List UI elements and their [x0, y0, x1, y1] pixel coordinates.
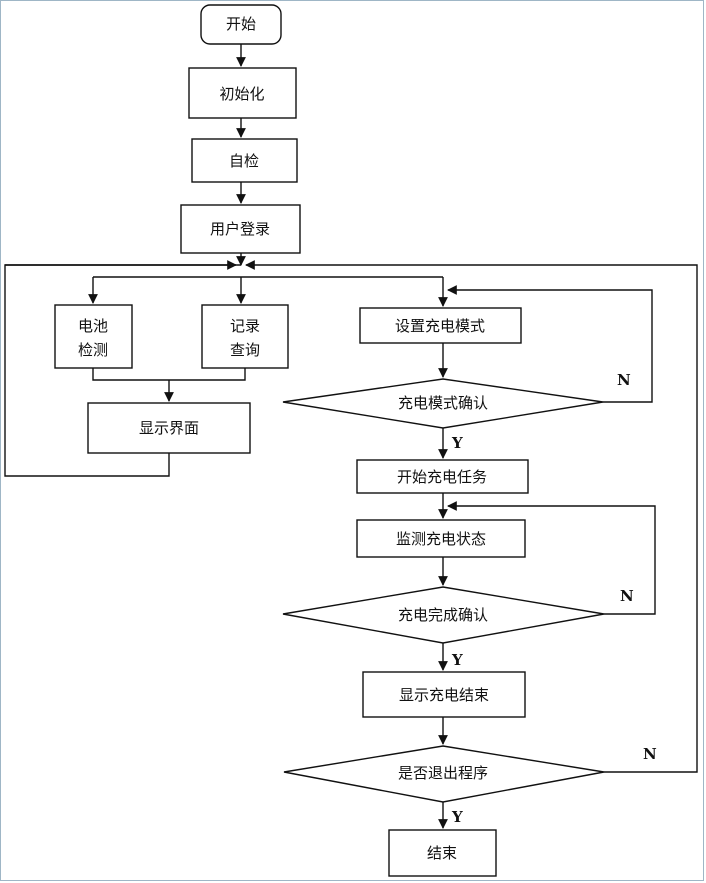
connectors — [4, 44, 698, 829]
node-display-ui: 显示界面 — [87, 402, 251, 454]
node-record-line2: 查询 — [230, 341, 260, 359]
decision-confirm-mode-label: 充电模式确认 — [398, 394, 488, 412]
node-end-label: 结束 — [427, 844, 457, 862]
node-battery-line1: 电池 — [78, 317, 108, 335]
node-battery-line2: 检测 — [78, 341, 108, 359]
label-no-charge-done: N — [620, 587, 634, 605]
node-login: 用户登录 — [180, 204, 301, 254]
node-set-mode: 设置充电模式 — [359, 307, 522, 344]
node-set-mode-label: 设置充电模式 — [395, 317, 485, 335]
charge-done-no-loop — [447, 501, 656, 615]
label-yes-charge-done: Y — [451, 651, 463, 669]
node-login-label: 用户登录 — [210, 220, 270, 238]
label-no-confirm-mode: N — [617, 371, 631, 389]
label-no-exit: N — [643, 745, 657, 763]
node-selfcheck: 自检 — [191, 138, 298, 183]
decision-charge-done-label: 充电完成确认 — [398, 606, 488, 624]
node-show-end: 显示充电结束 — [362, 671, 526, 718]
node-selfcheck-label: 自检 — [229, 152, 259, 170]
node-record-line1: 记录 — [230, 317, 260, 335]
node-end: 结束 — [388, 829, 497, 877]
node-monitor: 监测充电状态 — [356, 519, 526, 558]
node-init-label: 初始化 — [219, 85, 264, 103]
node-start-task: 开始充电任务 — [356, 459, 529, 494]
node-battery-check: 电池 检测 — [54, 304, 133, 369]
decision-exit: 是否退出程序 — [283, 745, 605, 803]
confirm-mode-no-loop — [447, 285, 653, 403]
decision-confirm-mode: 充电模式确认 — [282, 378, 604, 429]
node-display-ui-label: 显示界面 — [139, 419, 199, 437]
decision-exit-label: 是否退出程序 — [398, 764, 488, 782]
decision-charge-done: 充电完成确认 — [282, 586, 605, 644]
label-yes-exit: Y — [451, 808, 463, 826]
node-record-query: 记录 查询 — [201, 304, 289, 369]
node-start: 开始 — [200, 4, 282, 45]
exit-no-loop — [245, 260, 698, 773]
merge-line — [92, 368, 246, 381]
node-init: 初始化 — [188, 67, 297, 119]
node-start-task-label: 开始充电任务 — [397, 468, 487, 486]
label-yes-confirm-mode: Y — [451, 434, 463, 452]
node-show-end-label: 显示充电结束 — [399, 686, 489, 704]
node-monitor-label: 监测充电状态 — [396, 530, 486, 548]
node-start-label: 开始 — [226, 15, 256, 33]
